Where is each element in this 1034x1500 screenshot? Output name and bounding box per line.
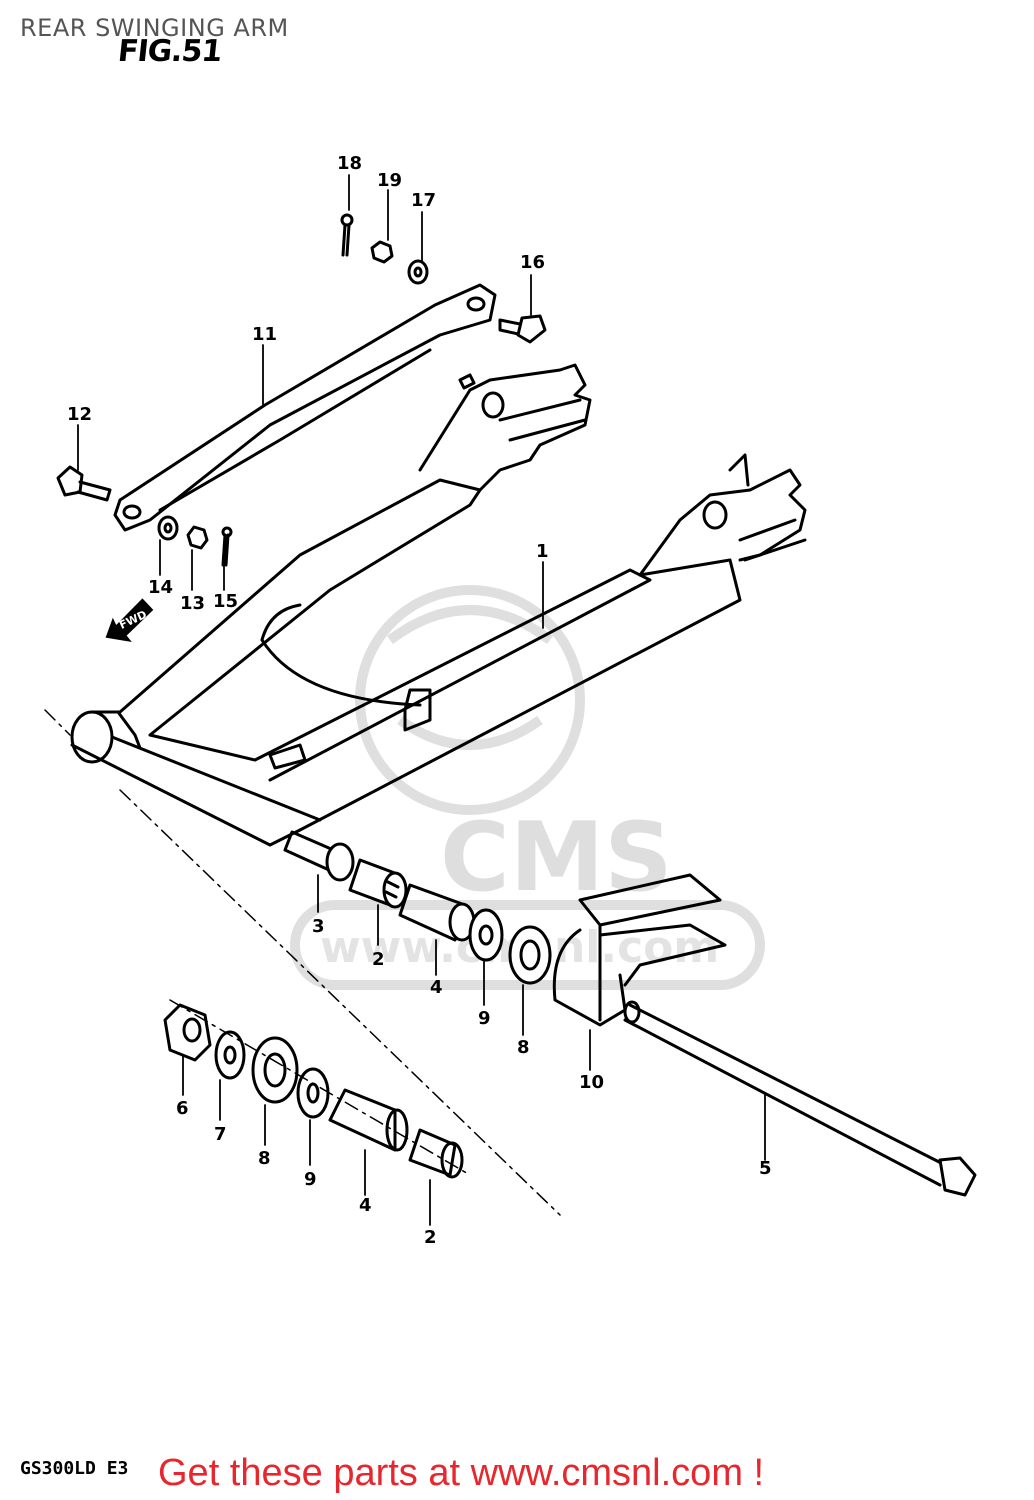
oil-seal-8-upper — [508, 925, 552, 985]
model-code: GS300LD E3 — [20, 1458, 129, 1479]
pivot-bushing-3 — [283, 830, 355, 882]
torque-link-11 — [113, 283, 497, 532]
part-label-7: 7 — [214, 1124, 227, 1145]
fwd-arrow-icon: FWD — [105, 598, 154, 642]
part-label-13: 13 — [180, 593, 205, 614]
part-label-15: 15 — [213, 591, 238, 612]
bolt-12 — [56, 465, 112, 502]
pivot-shaft-5 — [623, 1000, 977, 1197]
watermark-logo — [290, 585, 765, 990]
part-label-10: 10 — [579, 1072, 604, 1093]
pivot-nut-6 — [163, 1003, 212, 1062]
part-label-9: 9 — [478, 1008, 491, 1029]
cotter-pin-18 — [340, 213, 354, 257]
part-label-6: 6 — [176, 1098, 189, 1119]
part-label-2: 2 — [372, 949, 385, 970]
part-label-4-lower: 4 — [359, 1195, 372, 1216]
spacer-4-lower — [328, 1088, 409, 1152]
page-title: REAR SWINGING ARM — [20, 14, 289, 42]
centerline-lower — [169, 999, 471, 1176]
part-label-1: 1 — [536, 541, 549, 562]
part-label-18: 18 — [337, 153, 362, 174]
swing-arm-body — [70, 363, 807, 847]
part-label-8: 8 — [517, 1037, 530, 1058]
nut-19 — [370, 240, 394, 264]
chain-protector-10 — [552, 873, 727, 1027]
part-label-4: 4 — [430, 977, 443, 998]
part-label-3: 3 — [312, 916, 325, 937]
part-label-14: 14 — [148, 577, 173, 598]
needle-bearing-2-lower — [408, 1128, 464, 1179]
leader-lines — [77, 174, 766, 1226]
part-label-16: 16 — [520, 252, 545, 273]
washer-7 — [214, 1030, 246, 1080]
nut-13 — [186, 525, 209, 550]
washer-9-lower — [296, 1067, 330, 1119]
part-label-17: 17 — [411, 190, 436, 211]
cotter-pin-15 — [221, 526, 233, 567]
part-label-2-lower: 2 — [424, 1227, 437, 1248]
needle-bearing-2-upper — [348, 858, 408, 909]
washer-14 — [157, 515, 179, 541]
part-label-19: 19 — [377, 170, 402, 191]
centerline — [44, 709, 561, 1216]
watermark-cms-text: CMS — [440, 803, 673, 913]
part-label-9-lower: 9 — [304, 1169, 317, 1190]
part-number-labels: 1 3 2 4 9 8 10 5 6 7 8 9 4 2 11 12 14 13… — [67, 153, 772, 1248]
part-label-8-lower: 8 — [258, 1148, 271, 1169]
washer-9-upper — [468, 908, 504, 962]
part-label-11: 11 — [252, 324, 277, 345]
get-parts-link[interactable]: Get these parts at www.cmsnl.com ! — [158, 1452, 765, 1494]
washer-17 — [407, 259, 429, 285]
part-label-12: 12 — [67, 404, 92, 425]
part-label-5: 5 — [759, 1158, 772, 1179]
bolt-16 — [498, 314, 547, 344]
